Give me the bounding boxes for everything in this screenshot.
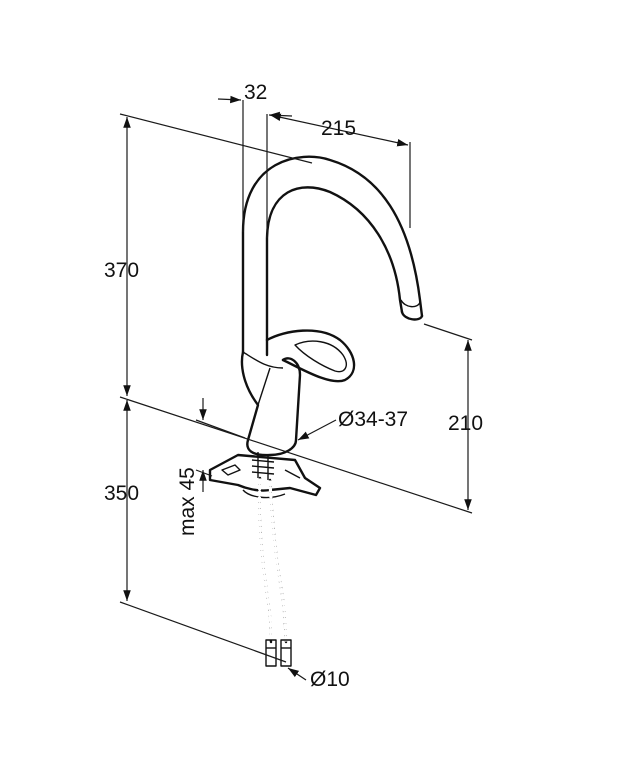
spout-inner xyxy=(265,186,404,357)
hose-fitting-right xyxy=(280,639,292,667)
mixer-body-seam xyxy=(242,351,284,369)
threaded-stud xyxy=(251,452,275,480)
dim-spout-height: 210 xyxy=(448,412,483,435)
dim-hose-diameter: Ø10 xyxy=(310,668,350,691)
dim-height-above: 370 xyxy=(104,259,139,282)
spout-tip xyxy=(400,310,424,321)
mixer-body-edge xyxy=(257,367,271,406)
dim-base-diameter: Ø34-37 xyxy=(338,408,408,431)
bracket-detail xyxy=(221,464,301,479)
mounting-bracket xyxy=(208,453,322,497)
mixer-body xyxy=(240,350,302,457)
hose-fitting-left xyxy=(265,639,277,667)
dim-height-below: 350 xyxy=(104,482,139,505)
spout-outer xyxy=(241,155,424,354)
dim-reach: 215 xyxy=(321,117,356,140)
supply-hoses xyxy=(257,476,292,667)
dimension-lines xyxy=(119,95,473,681)
faucet-outline xyxy=(208,155,424,499)
bracket-washer xyxy=(242,489,286,499)
dim-spout-width: 32 xyxy=(244,81,267,104)
spout-tip-ring xyxy=(400,299,421,308)
lever-handle xyxy=(265,329,356,383)
lever-slot xyxy=(294,340,347,373)
dim-max-thickness: max 45 xyxy=(176,467,199,536)
